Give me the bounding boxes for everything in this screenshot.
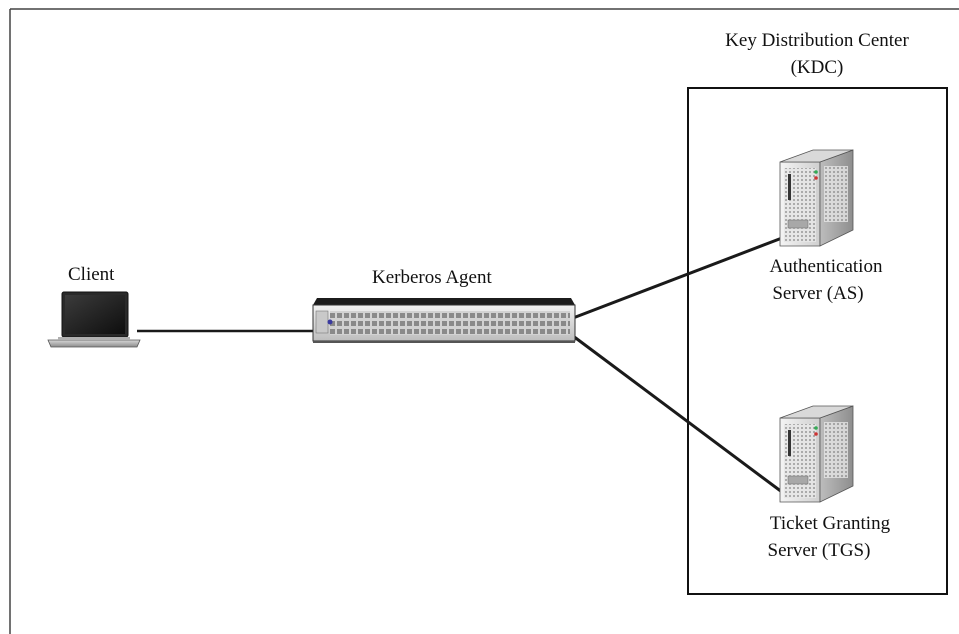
kdc-title-line2: (KDC) <box>791 57 844 78</box>
link-agent-as <box>572 236 783 320</box>
server-tower-icon <box>779 149 854 247</box>
laptop-icon <box>47 291 141 348</box>
kdc-title-line1: Key Distribution Center <box>725 30 909 51</box>
as-label-line2: Server (AS) <box>772 283 863 304</box>
tgs-label-line2: Server (TGS) <box>768 540 871 561</box>
client-label: Client <box>68 264 115 285</box>
as-label-line1: Authentication <box>770 256 883 277</box>
link-agent-tgs <box>572 334 783 494</box>
tgs-label-line1: Ticket Granting <box>770 513 891 534</box>
network-switch-icon <box>312 298 576 343</box>
agent-label: Kerberos Agent <box>372 267 492 288</box>
kdc-box <box>687 87 948 595</box>
server-tower-icon <box>779 405 854 503</box>
